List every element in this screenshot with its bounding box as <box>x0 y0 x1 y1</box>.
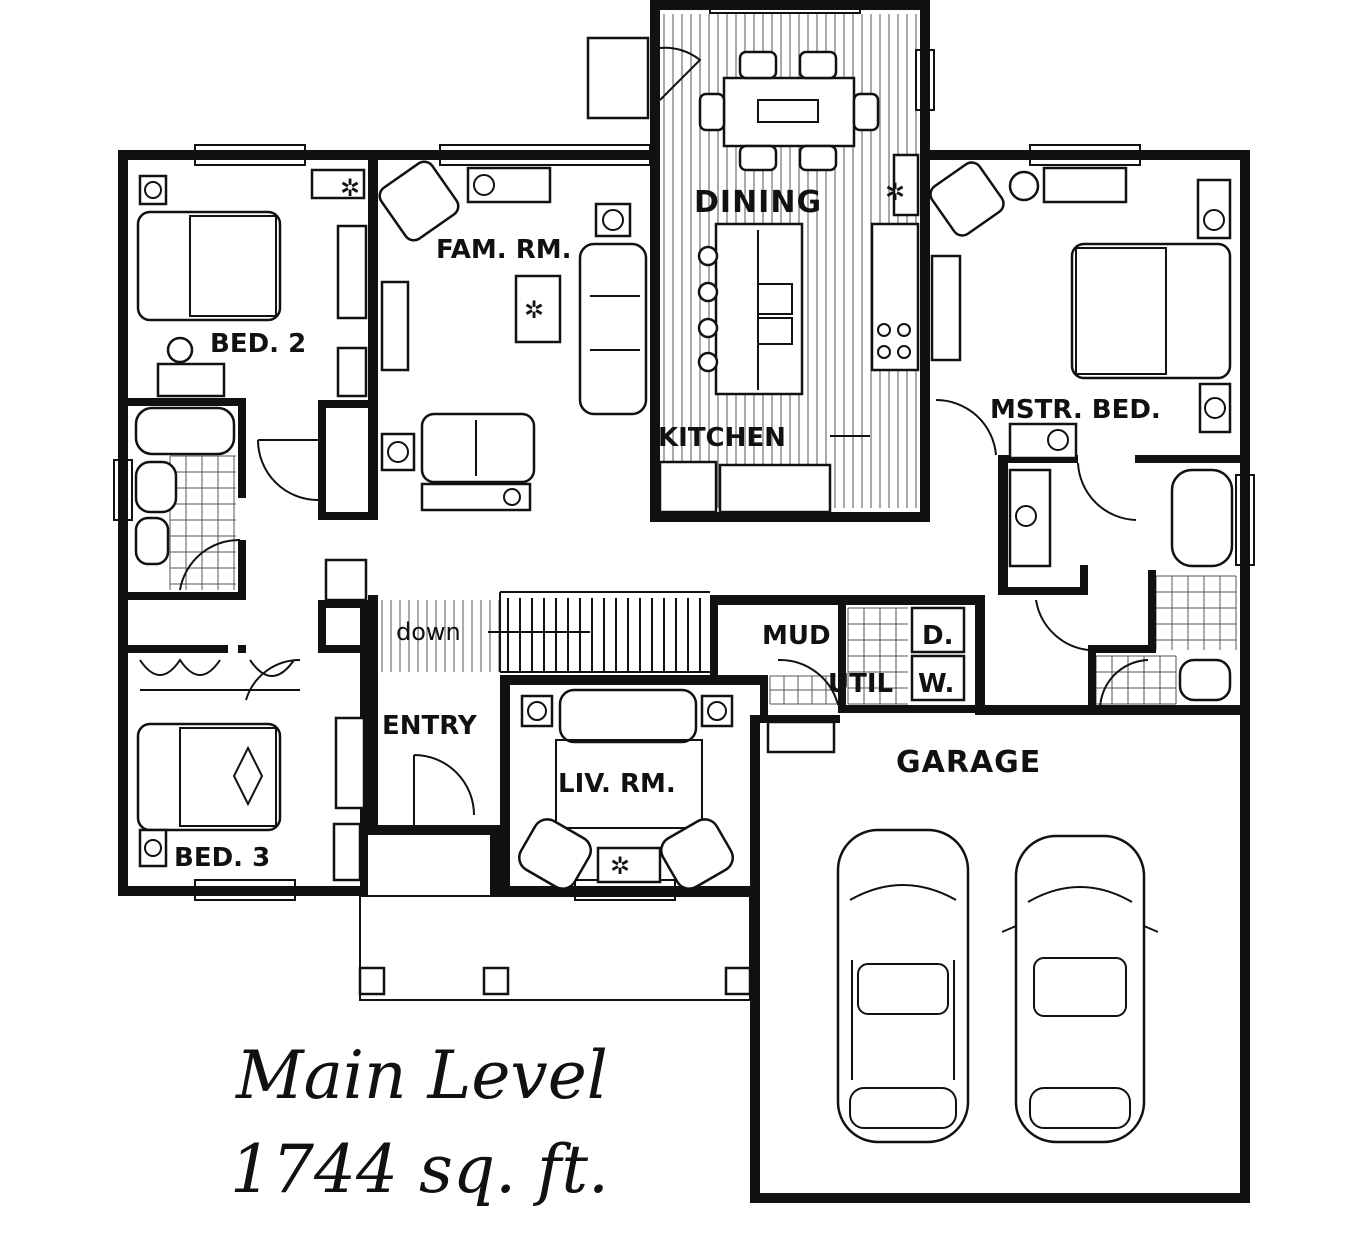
windows <box>113 0 1255 901</box>
util-label: UTIL <box>828 669 893 699</box>
living-room-label: LIV. RM. <box>558 769 676 799</box>
svg-text:✲: ✲ <box>340 174 360 202</box>
bed3-label: BED. 3 <box>174 843 270 873</box>
caption-title: Main Level <box>235 1037 608 1114</box>
dryer-label: D. <box>922 621 953 651</box>
laundry-appliances <box>766 606 966 754</box>
car-right <box>1001 834 1159 1144</box>
master-bed-label: MSTR. BED. <box>990 395 1161 425</box>
bed3-furniture <box>136 658 366 882</box>
entry-label: ENTRY <box>382 711 478 741</box>
ac-unit <box>586 36 650 120</box>
living-room-furniture <box>518 688 734 890</box>
walls <box>118 0 1250 1203</box>
master-bath-fixtures <box>1008 468 1234 702</box>
stair-down-label: down <box>396 618 461 646</box>
front-porch <box>358 895 752 1001</box>
kitchen-island <box>697 222 804 396</box>
dining-table <box>698 50 880 172</box>
bed2-furniture <box>136 168 368 398</box>
car-left <box>836 828 970 1144</box>
garage-label: GARAGE <box>896 745 1041 780</box>
entry-floor-hatch <box>381 600 500 672</box>
svg-text:✲: ✲ <box>885 178 905 206</box>
kitchen-label: KITCHEN <box>658 423 786 453</box>
mud-label: MUD <box>762 621 831 651</box>
washer-label: W. <box>918 669 954 699</box>
bed2-label: BED. 2 <box>210 329 306 359</box>
plant-icons: ✲ ✲ ✲ ✲ <box>340 174 905 880</box>
family-room-furniture <box>378 160 648 512</box>
caption-area: 1744 sq. ft. <box>230 1131 609 1208</box>
svg-text:✲: ✲ <box>524 296 544 324</box>
doors <box>179 46 1149 825</box>
svg-text:✲: ✲ <box>610 852 630 880</box>
master-bed-furniture <box>929 161 1232 460</box>
stair-treads <box>488 591 710 673</box>
dining-label: DINING <box>694 185 822 220</box>
bath2-fixtures <box>134 406 236 566</box>
bath-tile-grid <box>169 455 1237 705</box>
entry-closet <box>324 558 368 602</box>
family-room-label: FAM. RM. <box>436 235 571 265</box>
kitchen-counter <box>658 153 920 514</box>
